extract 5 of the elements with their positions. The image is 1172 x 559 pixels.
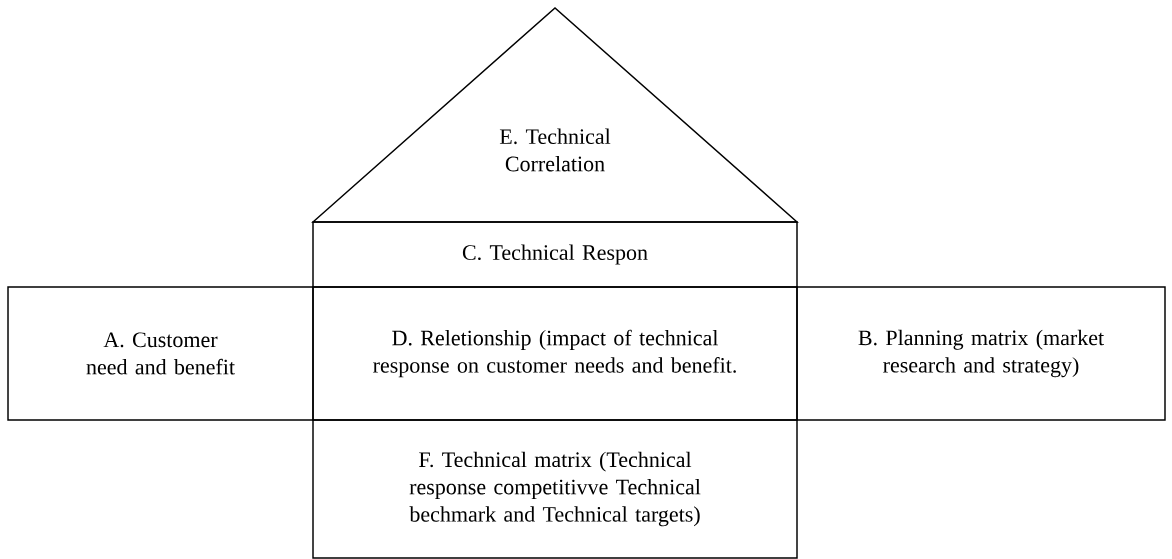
matrix-box: D. Reletionship (impact of technical response on customer needs and benefit. [312,286,798,421]
matrix-box: B. Planning matrix (market research and strategy) [796,286,1166,421]
matrix-box: A. Customer need and benefit [7,286,314,421]
matrix-box: C. Technical Respon [312,221,798,288]
matrix-box: F. Technical matrix (Technical response competitivve Technical bechmark and Technical targets) [312,419,798,559]
